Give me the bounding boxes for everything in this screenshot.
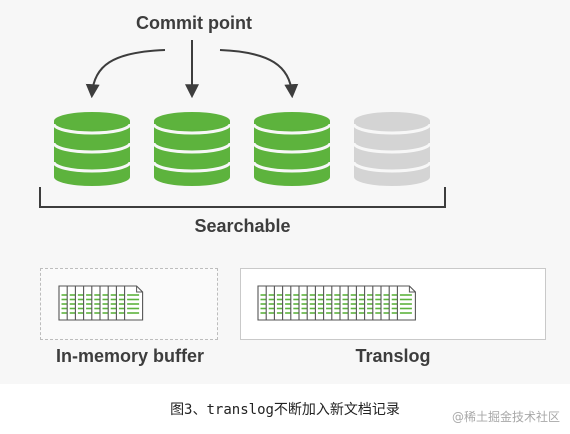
segment-disk-2: [152, 112, 232, 186]
in-memory-buffer-label: In-memory buffer: [55, 346, 205, 366]
segment-disk-4: [352, 112, 432, 186]
segments-group: [52, 112, 432, 186]
searchable-label: Searchable: [194, 216, 291, 236]
watermark: @稀土掘金技术社区: [451, 410, 560, 424]
segment-disk-3: [252, 112, 332, 186]
translog-box: [240, 268, 546, 340]
in-memory-buffer-box: [40, 268, 218, 340]
arrow-to-segment-3: [219, 49, 299, 99]
arrow-to-segment-1: [85, 49, 166, 99]
translog-label: Translog: [355, 346, 431, 366]
segment-disk-1: [52, 112, 132, 186]
figure-caption: 图3、translog不断加入新文档记录: [170, 402, 400, 418]
searchable-bracket: [39, 187, 446, 208]
commit-point-label: Commit point: [136, 13, 252, 33]
